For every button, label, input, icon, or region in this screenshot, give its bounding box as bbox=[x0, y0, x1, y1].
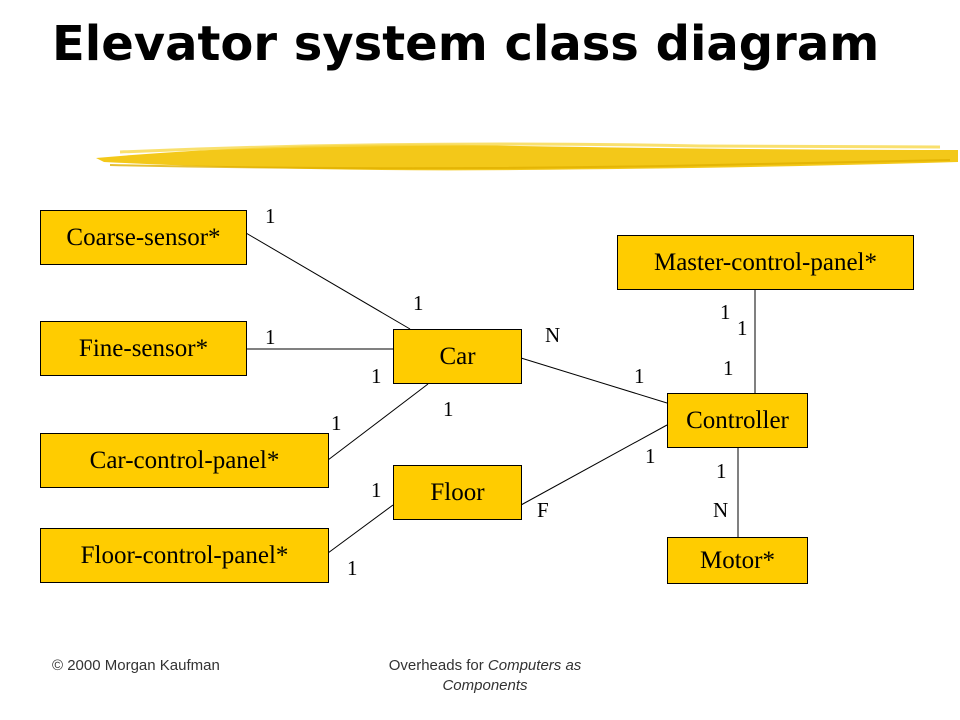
assoc-coarse-car bbox=[245, 232, 411, 330]
multiplicity-label: 1 bbox=[716, 459, 727, 483]
assoc-car-controller bbox=[520, 357, 668, 404]
assoc-floorpanel-floor bbox=[327, 504, 394, 554]
multiplicity-label: 1 bbox=[371, 364, 382, 388]
multiplicity-label: F bbox=[537, 498, 549, 522]
footer-book-italic: Computers as Components bbox=[442, 657, 582, 694]
multiplicity-label: 1 bbox=[443, 397, 454, 421]
footer-copyright: © 2000 Morgan Kaufman bbox=[52, 657, 220, 674]
multiplicity-label: 1 bbox=[413, 291, 424, 315]
assoc-carpanel-car bbox=[327, 383, 429, 461]
multiplicity-label: 1 bbox=[720, 300, 731, 324]
class-floor: Floor bbox=[393, 465, 522, 520]
multiplicity-label: 1 bbox=[645, 444, 656, 468]
assoc-floor-controller bbox=[520, 424, 668, 506]
footer-book-title: Overheads for Computers as Components bbox=[345, 656, 625, 696]
class-motor: Motor* bbox=[667, 537, 808, 584]
multiplicity-label: 1 bbox=[737, 316, 748, 340]
multiplicity-label: 1 bbox=[265, 325, 276, 349]
multiplicity-label: N bbox=[713, 498, 729, 522]
slide-title: Elevator system class diagram bbox=[52, 16, 880, 72]
class-car: Car bbox=[393, 329, 522, 384]
footer-book-prefix: Overheads for bbox=[388, 657, 488, 674]
class-floor-control-panel: Floor-control-panel* bbox=[40, 528, 329, 583]
multiplicity-label: 1 bbox=[723, 356, 734, 380]
class-controller: Controller bbox=[667, 393, 808, 448]
class-fine-sensor: Fine-sensor* bbox=[40, 321, 247, 376]
multiplicity-label: 1 bbox=[331, 411, 342, 435]
multiplicity-label: 1 bbox=[371, 478, 382, 502]
class-car-control-panel: Car-control-panel* bbox=[40, 433, 329, 488]
multiplicity-label: 1 bbox=[634, 364, 645, 388]
multiplicity-label: 1 bbox=[265, 204, 276, 228]
multiplicity-label: 1 bbox=[347, 556, 358, 580]
class-coarse-sensor: Coarse-sensor* bbox=[40, 210, 247, 265]
multiplicity-label: N bbox=[545, 323, 561, 347]
class-master-control-panel: Master-control-panel* bbox=[617, 235, 914, 290]
